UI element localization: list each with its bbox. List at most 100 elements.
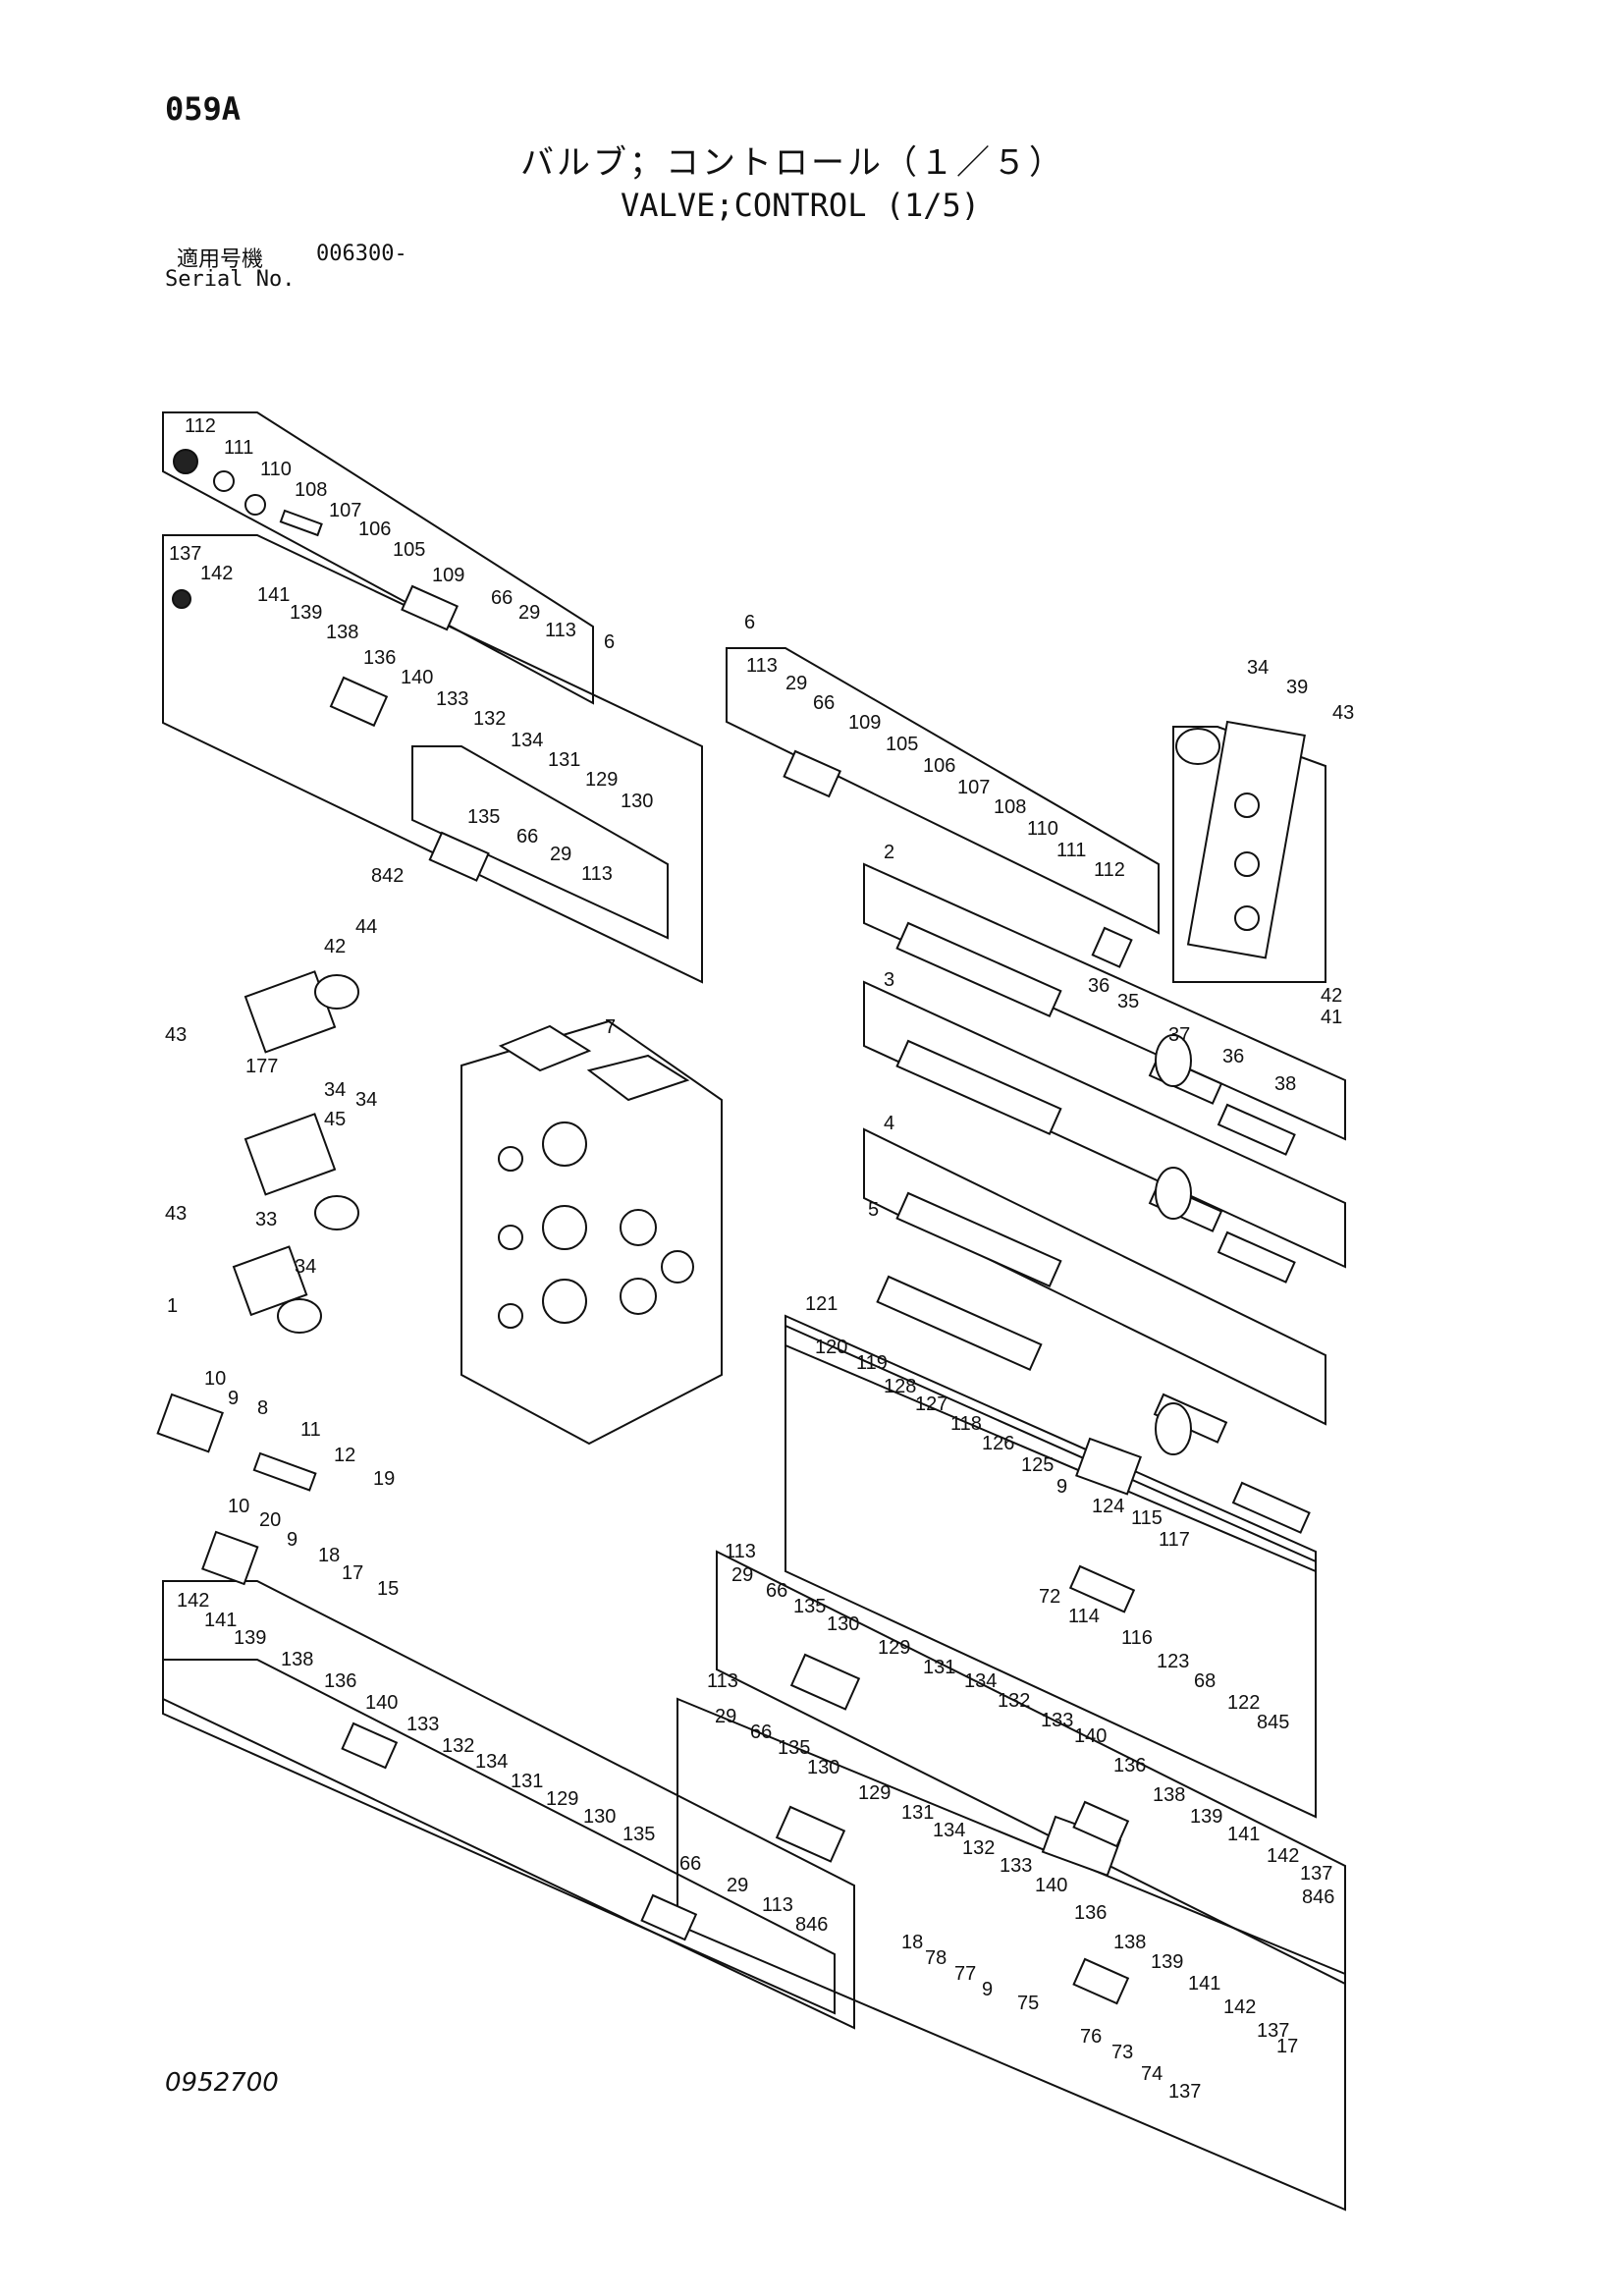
- callout-labels: 1121111101081071061051096629113613714214…: [165, 415, 1354, 2103]
- part-callout-35: 35: [1117, 991, 1139, 1012]
- spool-5: [876, 1275, 1043, 1372]
- part-callout-43: 43: [1332, 702, 1354, 724]
- part-callout-4: 4: [884, 1113, 894, 1134]
- part-callout-66: 66: [750, 1722, 772, 1743]
- part-callout-118: 118: [950, 1413, 982, 1435]
- part-callout-130: 130: [621, 791, 653, 812]
- part-callout-36: 36: [1088, 975, 1109, 997]
- part-callout-12: 12: [334, 1445, 355, 1466]
- part-callout-134: 134: [933, 1820, 965, 1841]
- part-callout-44: 44: [355, 916, 377, 938]
- part-callout-133: 133: [1000, 1855, 1032, 1877]
- part-callout-132: 132: [473, 708, 506, 730]
- title-english: VALVE;CONTROL (1/5): [621, 187, 981, 224]
- part-callout-7: 7: [605, 1016, 616, 1038]
- part-callout-135: 135: [793, 1596, 826, 1617]
- part-callout-107: 107: [329, 500, 361, 521]
- serial-label-japanese: 適用号機: [177, 247, 264, 272]
- part-callout-138: 138: [281, 1649, 313, 1670]
- part-callout-10: 10: [204, 1368, 226, 1390]
- part-callout-142: 142: [177, 1590, 209, 1612]
- part-callout-121: 121: [805, 1293, 838, 1315]
- part-callout-112: 112: [1094, 859, 1125, 881]
- spools: [876, 921, 1311, 1534]
- part-callout-129: 129: [858, 1782, 891, 1804]
- part-callout-140: 140: [1074, 1725, 1107, 1747]
- part-callout-39: 39: [1286, 677, 1308, 698]
- part-callout-142: 142: [1223, 1996, 1256, 2018]
- part-callout-135: 135: [467, 806, 500, 828]
- part-callout-20: 20: [259, 1509, 281, 1531]
- part-callout-131: 131: [548, 749, 580, 771]
- part-callout-29: 29: [550, 844, 571, 865]
- part-callout-120: 120: [815, 1337, 847, 1358]
- part-callout-112: 112: [185, 415, 216, 437]
- part-callout-37: 37: [1168, 1024, 1190, 1046]
- part-callout-137: 137: [169, 543, 201, 565]
- part-callout-68: 68: [1194, 1670, 1216, 1692]
- part-callout-122: 122: [1227, 1692, 1260, 1714]
- part-callout-106: 106: [923, 755, 955, 777]
- title-japanese: バルブ；コントロール（１／５）: [520, 143, 1065, 183]
- part-callout-133: 133: [406, 1714, 439, 1735]
- part-callout-34: 34: [355, 1089, 377, 1111]
- document-number: 0952700: [165, 2068, 279, 2098]
- part-callout-66: 66: [679, 1853, 701, 1875]
- part-callout-130: 130: [583, 1806, 616, 1828]
- part-callout-134: 134: [475, 1751, 508, 1773]
- part-callout-36: 36: [1222, 1046, 1244, 1067]
- part-callout-45: 45: [324, 1109, 346, 1130]
- part-callout-41: 41: [1321, 1007, 1342, 1028]
- part-callout-9: 9: [1056, 1476, 1067, 1498]
- part-callout-106: 106: [358, 519, 391, 540]
- part-callout-29: 29: [785, 673, 807, 694]
- part-callout-9: 9: [228, 1388, 239, 1409]
- part-callout-141: 141: [257, 584, 290, 606]
- part-callout-3: 3: [884, 969, 894, 991]
- part-callout-117: 117: [1159, 1529, 1190, 1551]
- part-callout-126: 126: [982, 1433, 1014, 1454]
- part-callout-6: 6: [604, 631, 615, 653]
- spool-3: [895, 1039, 1062, 1136]
- part-callout-17: 17: [342, 1562, 363, 1584]
- serial-label-english: Serial No.: [165, 267, 296, 292]
- part-callout-138: 138: [326, 622, 358, 643]
- part-callout-108: 108: [295, 479, 327, 501]
- part-callout-115: 115: [1131, 1507, 1163, 1529]
- part-callout-139: 139: [1151, 1951, 1183, 1973]
- part-callout-139: 139: [290, 602, 322, 624]
- part-callout-137: 137: [1300, 1863, 1332, 1885]
- part-callout-6: 6: [744, 612, 755, 633]
- part-callout-33: 33: [255, 1209, 277, 1230]
- part-callout-2: 2: [884, 842, 894, 863]
- part-callout-111: 111: [224, 437, 253, 459]
- part-callout-72: 72: [1039, 1586, 1060, 1608]
- part-callout-123: 123: [1157, 1651, 1189, 1672]
- part-callout-133: 133: [1041, 1710, 1073, 1731]
- part-callout-129: 129: [878, 1637, 910, 1659]
- part-callout-66: 66: [813, 692, 835, 714]
- part-callout-138: 138: [1113, 1932, 1146, 1953]
- part-callout-66: 66: [516, 826, 538, 847]
- part-callout-5: 5: [868, 1199, 879, 1221]
- part-callout-105: 105: [393, 539, 425, 561]
- valve-body: [460, 1019, 723, 1446]
- part-callout-130: 130: [807, 1757, 839, 1778]
- part-callout-8: 8: [257, 1397, 268, 1419]
- part-callout-73: 73: [1111, 2042, 1133, 2063]
- part-callout-9: 9: [287, 1529, 298, 1551]
- part-callout-134: 134: [511, 730, 543, 751]
- part-callout-846: 846: [1302, 1886, 1334, 1908]
- part-callout-142: 142: [200, 563, 233, 584]
- part-callout-29: 29: [518, 602, 540, 624]
- part-callout-111: 111: [1056, 840, 1086, 861]
- part-callout-139: 139: [1190, 1806, 1222, 1828]
- part-callout-124: 124: [1092, 1496, 1124, 1517]
- part-callout-113: 113: [762, 1894, 793, 1916]
- part-callout-76: 76: [1080, 2026, 1102, 2048]
- part-callout-29: 29: [715, 1706, 736, 1727]
- part-callout-113: 113: [707, 1670, 738, 1692]
- part-callout-75: 75: [1017, 1993, 1039, 2014]
- part-callout-110: 110: [260, 459, 292, 480]
